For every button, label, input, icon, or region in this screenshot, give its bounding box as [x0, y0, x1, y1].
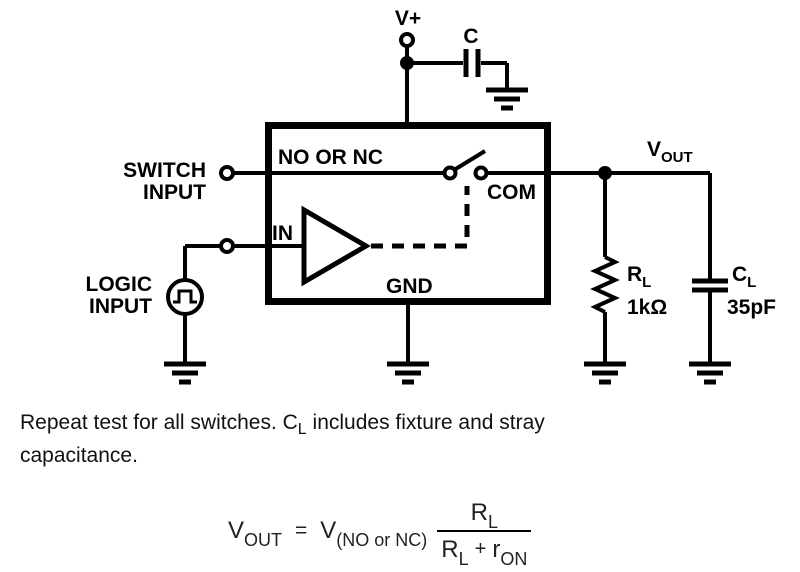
note-text: Repeat test for all switches. CL include…	[20, 406, 700, 472]
vplus-label: V+	[395, 7, 421, 30]
rl-label: RL	[627, 263, 651, 291]
note-line2: capacitance.	[20, 444, 138, 467]
ic-ground	[387, 301, 429, 382]
pulse-waveform-icon	[173, 289, 197, 304]
power-supply-section: V+ C	[395, 7, 528, 125]
pin-in-label: IN	[272, 222, 293, 245]
bypass-cap-label: C	[463, 25, 478, 48]
switch-input-section: SWITCH INPUT	[123, 159, 444, 204]
switch-input-terminal	[219, 165, 235, 181]
buffer-triangle	[233, 186, 470, 287]
ground-symbol	[584, 364, 626, 382]
formula-equals: =	[295, 519, 308, 542]
note-line1: Repeat test for all switches. CL include…	[20, 411, 545, 438]
fraction-numerator: RL	[470, 498, 498, 532]
control-dashed-line	[371, 186, 470, 249]
logic-input-section: LOGIC INPUT	[86, 238, 235, 382]
formula-fraction: RL RL+rON	[437, 498, 532, 568]
switch-pole-circle	[442, 165, 458, 181]
switch-arm	[452, 149, 487, 172]
pulse-source-circle	[166, 278, 204, 316]
switch-input-label-line2: INPUT	[143, 181, 206, 204]
pin-no-nc-label: NO OR NC	[278, 146, 383, 169]
logic-input-label-line1: LOGIC	[86, 273, 153, 296]
cl-value-label: 35pF	[727, 296, 776, 319]
switch-test-schematic: V+ C SWITCH INPUT NO OR NC COM IN GND	[86, 7, 776, 400]
switch-throw-circle	[473, 165, 489, 181]
ground-symbol	[164, 364, 206, 382]
logic-input-terminal	[219, 238, 235, 254]
pin-gnd-label: GND	[386, 275, 433, 298]
note-subscript: L	[297, 421, 307, 438]
ic-labels: NO OR NC COM IN GND	[272, 146, 536, 298]
cl-label: CL	[732, 263, 756, 291]
formula-rhs-voltage: V(NO or NC)	[320, 517, 428, 550]
load-capacitor-section: CL 35pF	[689, 173, 776, 382]
load-resistor-section: RL 1kΩ	[584, 173, 667, 382]
rl-value-label: 1kΩ	[627, 296, 667, 319]
vout-formula: VOUT = V(NO or NC) RL RL+rON	[228, 492, 532, 570]
pin-com-label: COM	[487, 181, 536, 204]
resistor-zigzag	[590, 255, 620, 314]
ground-symbol	[689, 364, 731, 382]
switch-input-label-line1: SWITCH	[123, 159, 206, 182]
vout-label: VOUT	[647, 138, 693, 166]
formula-lhs: VOUT	[228, 517, 283, 550]
fraction-denominator: RL+rON	[437, 529, 532, 568]
logic-input-label-line2: INPUT	[89, 295, 152, 318]
vplus-terminal	[399, 32, 415, 48]
ground-symbol	[486, 90, 528, 108]
buffer-symbol	[301, 205, 371, 287]
ground-symbol	[387, 364, 429, 382]
